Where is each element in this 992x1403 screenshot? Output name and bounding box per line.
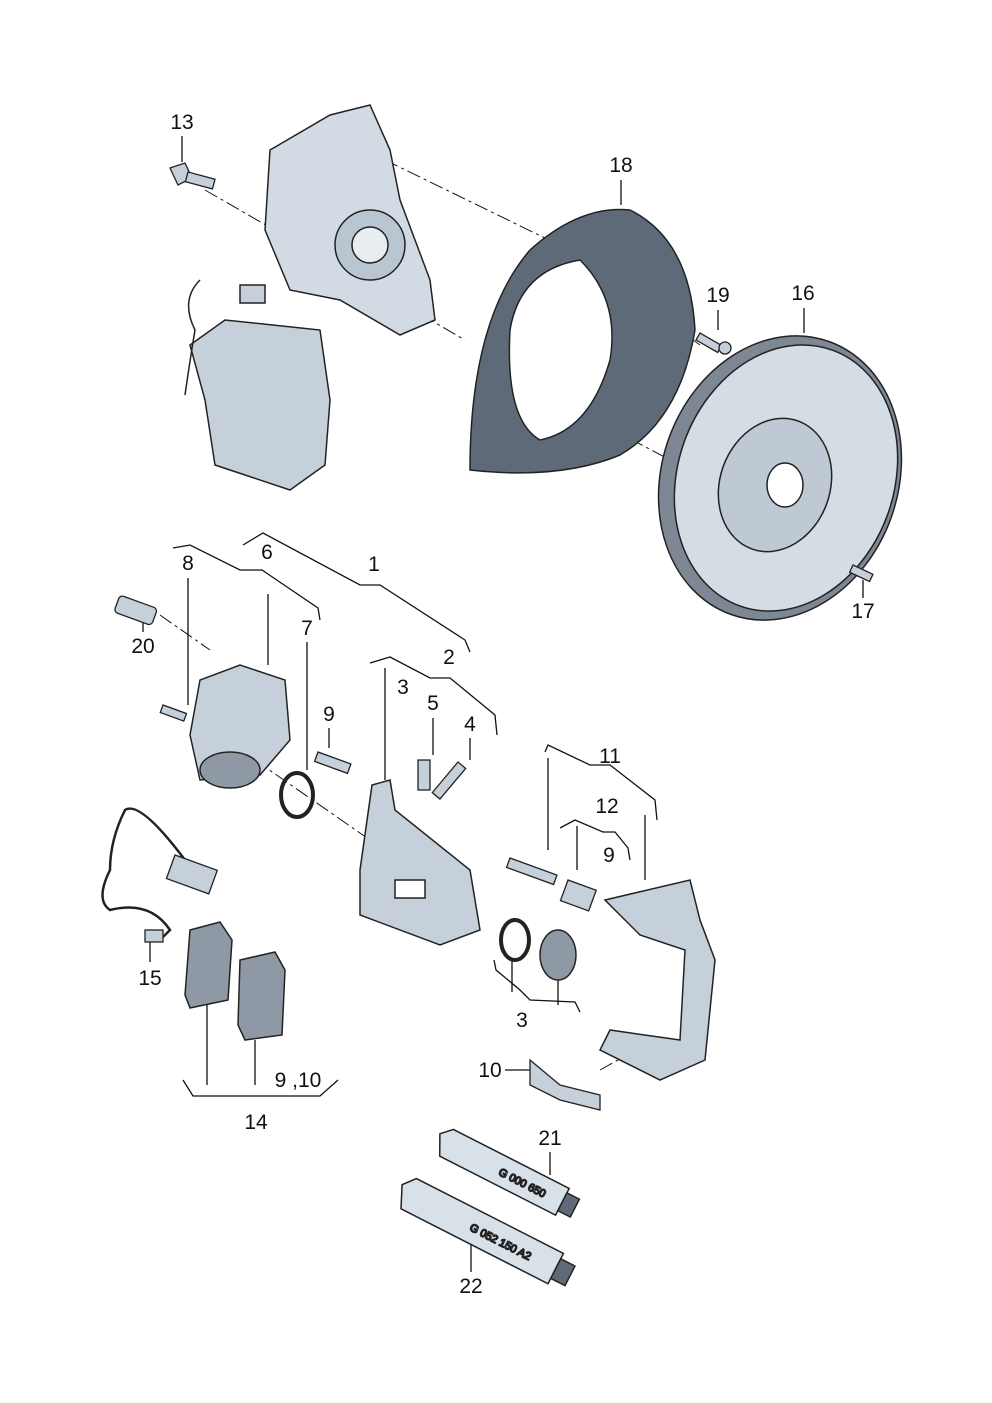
parking-brake-motor (189, 664, 291, 789)
dust-shield (469, 208, 696, 474)
bolt-17 (848, 564, 874, 583)
caliper-assembly-upper (184, 279, 331, 491)
brake-pads (184, 921, 286, 1041)
callout-9-bolt: 9 (323, 703, 335, 726)
wear-sensor-wire (101, 807, 186, 941)
callout-14: 14 (244, 1111, 268, 1134)
callout-4: 4 (464, 713, 476, 736)
callout-9-pin: 9 (603, 844, 615, 867)
callout-11: 11 (599, 745, 621, 768)
brake-caliper (359, 779, 481, 946)
bolt-8 (159, 704, 188, 722)
callout-17: 17 (851, 600, 875, 623)
callout-7: 7 (301, 617, 313, 640)
o-ring (279, 771, 315, 819)
caliper-carrier (598, 879, 716, 1081)
callout-8: 8 (182, 552, 194, 575)
callout-12: 12 (595, 795, 619, 818)
callout-2: 2 (443, 646, 455, 669)
callout-3-seals: 3 (516, 1009, 528, 1032)
tube-22: G 052 150 A2 (400, 1177, 576, 1287)
sensor-20 (114, 595, 158, 626)
callout-19: 19 (706, 284, 730, 307)
callout-9-10: 9 ,10 (274, 1069, 322, 1092)
callout-15: 15 (138, 967, 162, 990)
bolt-9 (313, 751, 352, 775)
brake-disc (657, 335, 903, 621)
wheel-bearing-housing (264, 104, 436, 336)
spring-clip (529, 1058, 601, 1111)
callout-21: 21 (538, 1127, 562, 1150)
guide-pin (505, 857, 598, 912)
callout-3-caliper: 3 (397, 676, 409, 699)
callout-1: 1 (368, 553, 380, 576)
bolt-19 (695, 332, 732, 355)
callout-13: 13 (170, 111, 194, 134)
callout-20: 20 (131, 635, 155, 658)
bolt-13 (169, 162, 216, 190)
callout-22: 22 (459, 1275, 483, 1298)
bleed-screw (417, 759, 467, 800)
callout-5: 5 (427, 692, 439, 715)
callout-10: 10 (478, 1059, 502, 1082)
callout-6: 6 (261, 541, 273, 564)
callout-16: 16 (791, 282, 815, 305)
callout-18: 18 (609, 154, 633, 177)
